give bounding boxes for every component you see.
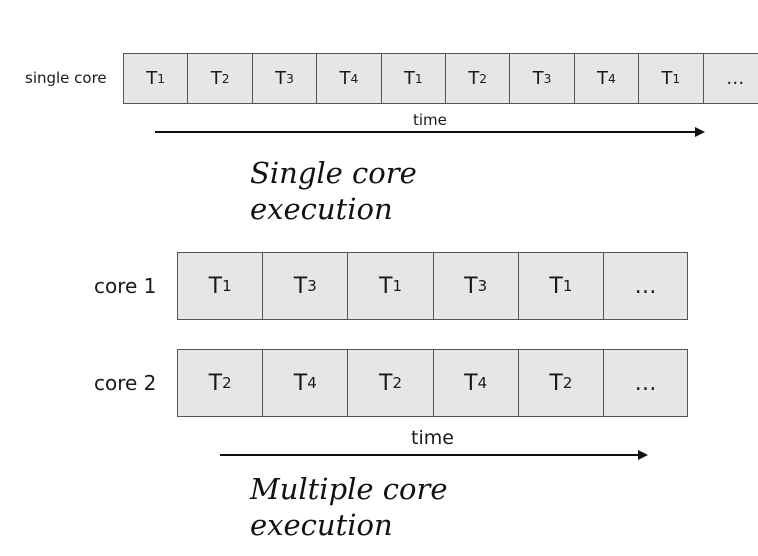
task-letter: T <box>293 273 308 299</box>
task-letter: T <box>464 370 478 396</box>
ellipsis-cell: … <box>602 253 689 319</box>
single-caption-line-2: execution <box>250 192 393 226</box>
core-2-label: core 2 <box>94 371 157 395</box>
multiple-core-caption: Multiple core execution <box>250 471 448 543</box>
single-time-label: time <box>413 111 447 129</box>
multi-caption-line-1: Multiple core <box>250 472 448 506</box>
task-letter: T <box>549 370 563 396</box>
ellipsis-cell: … <box>602 350 689 416</box>
ellipsis: … <box>634 370 657 396</box>
task-letter: T <box>293 370 308 396</box>
task-letter: T <box>275 68 287 89</box>
task-letter: T <box>146 68 158 89</box>
task-letter: T <box>378 273 393 299</box>
single-time-arrow <box>155 127 705 137</box>
task-letter: T <box>468 68 480 89</box>
task-letter: T <box>532 68 544 89</box>
task-letter: T <box>208 273 223 299</box>
task-letter: T <box>549 273 563 299</box>
task-letter: T <box>403 68 415 89</box>
single-core-label: single core <box>25 69 107 87</box>
task-letter: T <box>597 68 609 89</box>
ellipsis: … <box>634 273 657 299</box>
task-letter: T <box>464 273 478 299</box>
ellipsis-cell: … <box>702 54 758 103</box>
multi-time-label: time <box>411 427 454 449</box>
task-letter: T <box>661 68 673 89</box>
task-letter: T <box>378 370 393 396</box>
core-1-label: core 1 <box>94 274 157 298</box>
task-letter: T <box>339 68 351 89</box>
task-letter: T <box>210 68 222 89</box>
multi-caption-line-2: execution <box>250 508 393 542</box>
single-core-caption: Single core execution <box>250 155 417 227</box>
single-caption-line-1: Single core <box>250 156 417 190</box>
multi-time-arrow <box>220 450 648 460</box>
task-letter: T <box>208 370 223 396</box>
ellipsis: … <box>726 68 745 89</box>
